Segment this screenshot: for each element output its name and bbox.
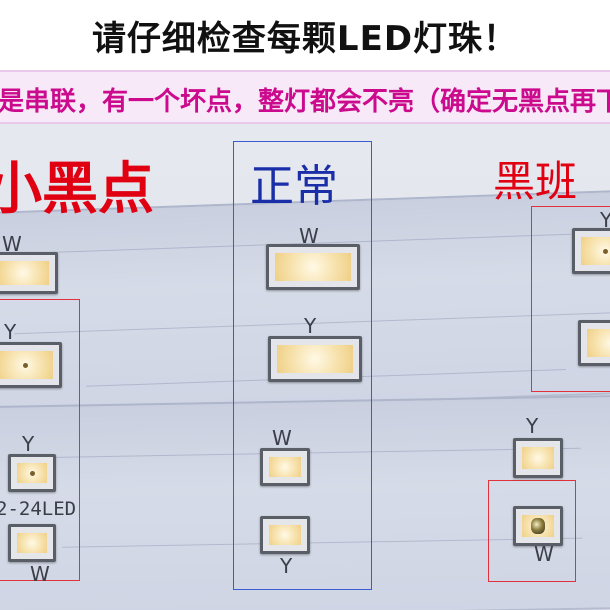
led-chip bbox=[268, 336, 362, 382]
led-mark: W bbox=[299, 224, 319, 248]
led-strip-photo: 小黑点 正常 黑班 W Y Y 2-24LED W W Y W Y Y Y W bbox=[0, 124, 610, 610]
led-chip bbox=[578, 320, 610, 366]
led-chip bbox=[0, 342, 62, 388]
warning-text: 是串联，有一个坏点，整灯都会不亮（确定无黑点再下 bbox=[0, 87, 610, 117]
led-mark: W bbox=[534, 542, 554, 566]
highlight-box-normal bbox=[233, 141, 372, 590]
led-mark: Y bbox=[600, 208, 610, 232]
label-small-dark-dot: 小黑点 bbox=[0, 157, 154, 222]
led-mark: Y bbox=[4, 320, 17, 344]
led-chip bbox=[0, 252, 58, 294]
led-chip bbox=[513, 438, 563, 478]
dark-spot-defect bbox=[531, 518, 545, 534]
led-chip-defective bbox=[513, 506, 563, 546]
label-normal: 正常 bbox=[250, 161, 338, 212]
highlight-box-dark-dot bbox=[0, 299, 80, 581]
led-mark: W bbox=[30, 562, 50, 586]
led-mark: Y bbox=[304, 314, 317, 338]
led-chip bbox=[572, 228, 610, 274]
led-mark: W bbox=[272, 426, 292, 450]
warning-banner: 是串联，有一个坏点，整灯都会不亮（确定无黑点再下 bbox=[0, 70, 610, 124]
led-chip bbox=[266, 244, 360, 290]
led-chip bbox=[260, 516, 310, 554]
led-chip bbox=[260, 448, 310, 486]
highlight-box-dark-spot-lower bbox=[488, 480, 576, 582]
led-chip bbox=[8, 454, 56, 492]
label-dark-spot: 黑班 bbox=[493, 157, 578, 206]
title-text: 请仔细检查每颗LED灯珠！ bbox=[91, 18, 519, 59]
led-mark: Y bbox=[280, 554, 293, 578]
led-mark: Y bbox=[22, 432, 35, 456]
highlight-box-dark-spot-upper bbox=[531, 206, 610, 392]
led-chip bbox=[8, 524, 56, 562]
model-print: 2-24LED bbox=[0, 498, 77, 520]
led-mark: W bbox=[2, 232, 22, 256]
led-mark: Y bbox=[526, 414, 539, 438]
title-banner: 请仔细检查每颗LED灯珠！ bbox=[0, 0, 610, 70]
